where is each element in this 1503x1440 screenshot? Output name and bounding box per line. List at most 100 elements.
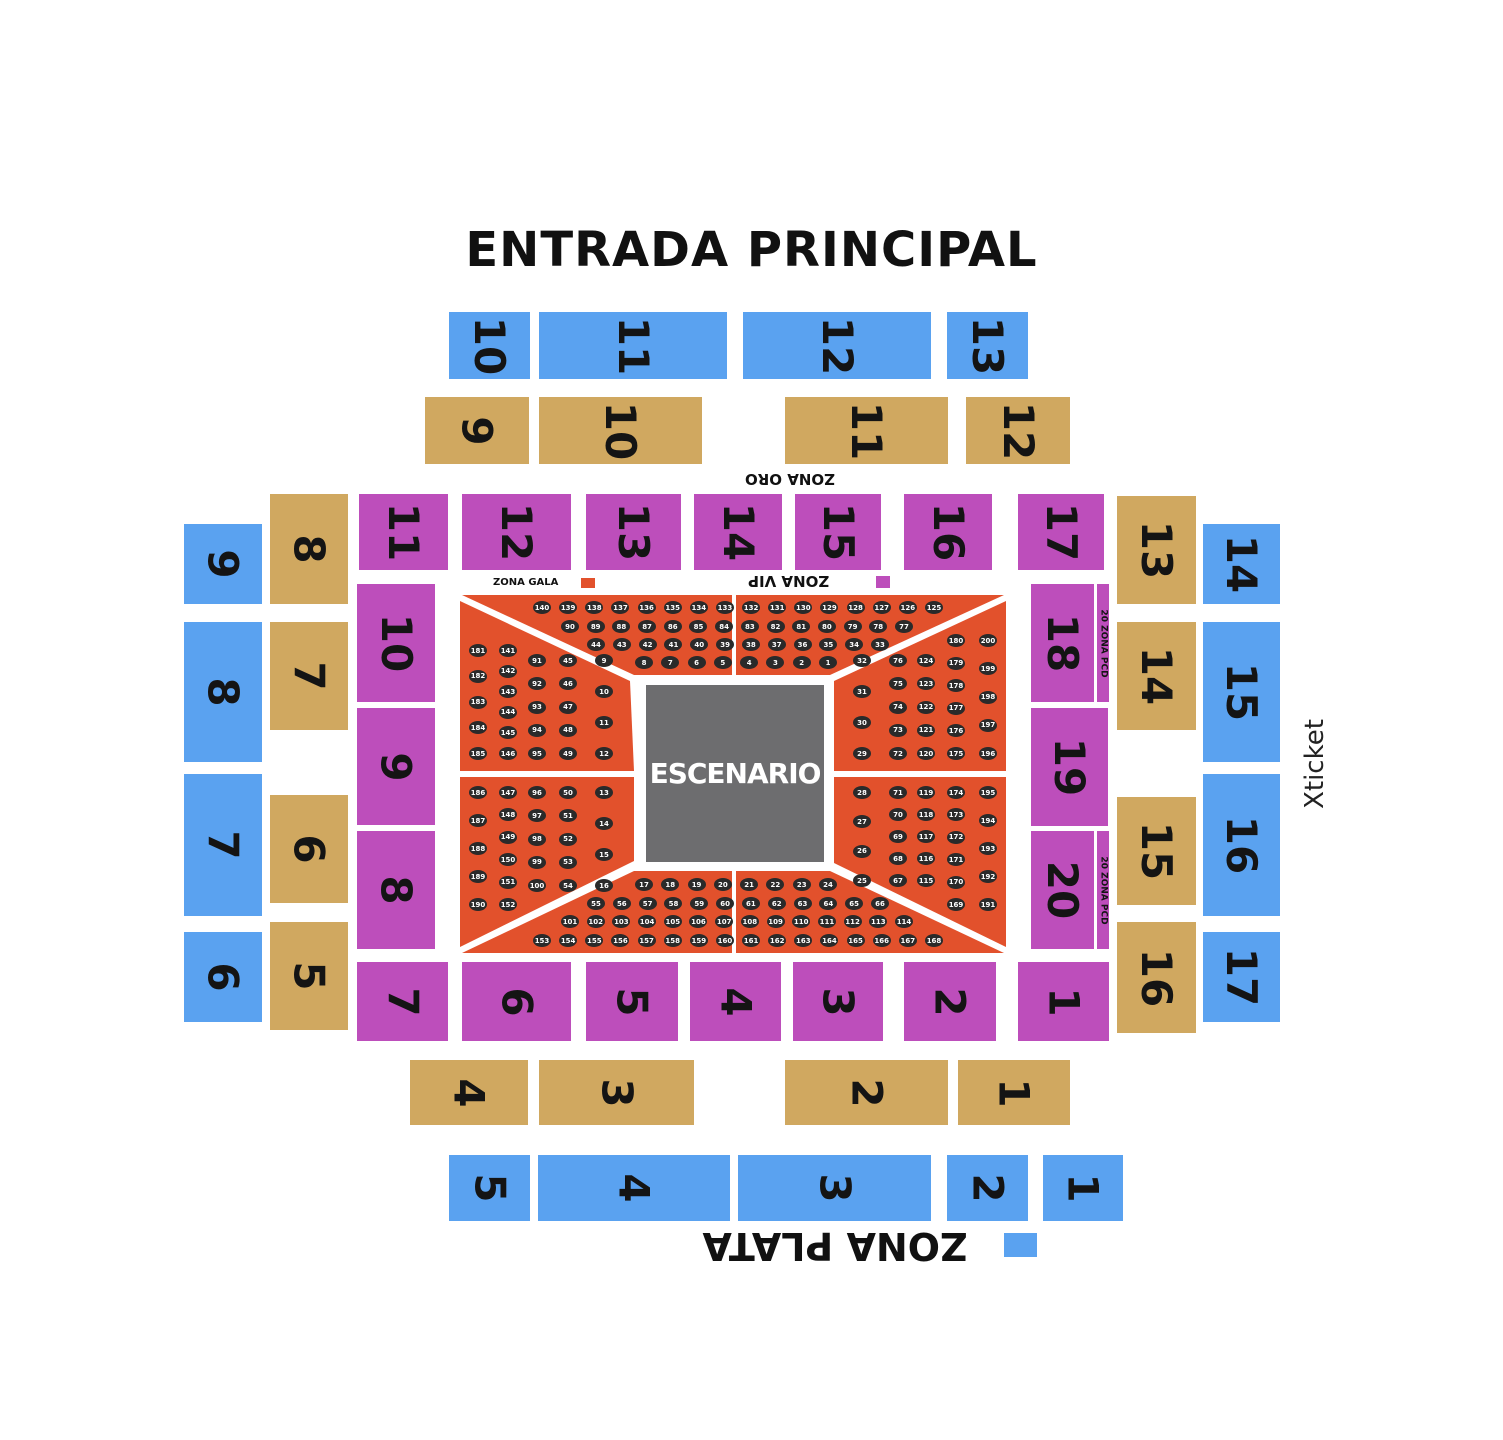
table-marker[interactable]: 96	[528, 786, 546, 799]
plata-section-bottom-1[interactable]: 5	[449, 1155, 530, 1221]
plata-section-top-3[interactable]: 12	[743, 312, 931, 379]
table-marker[interactable]: 41	[664, 638, 683, 651]
oro-section-right-3[interactable]: 15	[1117, 797, 1196, 905]
table-marker[interactable]: 81	[792, 620, 811, 633]
table-marker[interactable]: 154	[559, 934, 578, 947]
vip-section-top-2[interactable]: 12	[462, 494, 571, 570]
table-marker[interactable]: 31	[853, 685, 871, 698]
table-marker[interactable]: 97	[528, 809, 546, 823]
vip-section-left-2[interactable]: 9	[357, 708, 435, 825]
vip-section-bottom-4[interactable]: 4	[690, 962, 781, 1041]
table-marker[interactable]: 189	[469, 870, 487, 883]
table-marker[interactable]: 7	[661, 656, 680, 669]
plata-section-bottom-2[interactable]: 4	[538, 1155, 730, 1221]
table-marker[interactable]: 156	[611, 934, 630, 947]
table-marker[interactable]: 64	[819, 897, 838, 910]
table-marker[interactable]: 179	[947, 656, 965, 670]
table-marker[interactable]: 33	[871, 638, 889, 651]
vip-section-left-3[interactable]: 8	[357, 831, 435, 949]
table-marker[interactable]: 61	[741, 897, 760, 910]
vip-section-bottom-5[interactable]: 3	[793, 962, 883, 1041]
table-marker[interactable]: 55	[587, 897, 605, 910]
table-marker[interactable]: 159	[689, 934, 708, 947]
oro-section-left-2[interactable]: 7	[270, 622, 348, 730]
oro-section-top-3[interactable]: 11	[785, 397, 948, 464]
table-marker[interactable]: 126	[898, 601, 917, 614]
table-marker[interactable]: 170	[947, 875, 965, 889]
table-marker[interactable]: 8	[635, 656, 653, 669]
table-marker[interactable]: 23	[792, 878, 811, 891]
oro-section-bottom-2[interactable]: 3	[539, 1060, 694, 1125]
table-marker[interactable]: 70	[889, 808, 907, 821]
oro-section-top-1[interactable]: 9	[425, 397, 529, 464]
oro-section-right-2[interactable]: 14	[1117, 622, 1196, 730]
plata-section-right-3[interactable]: 16	[1203, 774, 1280, 916]
table-marker[interactable]: 115	[917, 874, 935, 887]
table-marker[interactable]: 62	[767, 897, 786, 910]
table-marker[interactable]: 193	[979, 842, 997, 855]
table-marker[interactable]: 113	[869, 915, 888, 928]
table-marker[interactable]: 121	[917, 723, 935, 737]
table-marker[interactable]: 117	[917, 830, 935, 843]
vip-section-bottom-6[interactable]: 2	[904, 962, 996, 1041]
table-marker[interactable]: 157	[637, 934, 656, 947]
table-marker[interactable]: 42	[638, 638, 657, 651]
table-marker[interactable]: 35	[819, 638, 838, 651]
table-marker[interactable]: 138	[585, 601, 604, 614]
table-marker[interactable]: 49	[559, 747, 577, 760]
table-marker[interactable]: 52	[559, 832, 577, 846]
vip-section-right-2[interactable]: 19	[1031, 708, 1108, 826]
table-marker[interactable]: 75	[889, 677, 907, 691]
table-marker[interactable]: 13	[595, 786, 613, 799]
table-marker[interactable]: 14	[595, 817, 613, 830]
table-marker[interactable]: 47	[559, 700, 577, 714]
table-marker[interactable]: 91	[528, 654, 546, 667]
table-marker[interactable]: 46	[559, 677, 577, 691]
table-marker[interactable]: 34	[845, 638, 864, 651]
table-marker[interactable]: 145	[499, 726, 517, 740]
table-marker[interactable]: 27	[853, 815, 871, 829]
plata-section-top-1[interactable]: 10	[449, 312, 530, 379]
table-marker[interactable]: 83	[740, 620, 759, 633]
table-marker[interactable]: 63	[793, 897, 812, 910]
oro-section-bottom-3[interactable]: 2	[785, 1060, 948, 1125]
table-marker[interactable]: 135	[663, 601, 682, 614]
oro-section-bottom-1[interactable]: 4	[410, 1060, 528, 1125]
table-marker[interactable]: 129	[820, 601, 839, 614]
table-marker[interactable]: 1	[819, 656, 837, 669]
table-marker[interactable]: 10	[595, 685, 613, 698]
table-marker[interactable]: 88	[612, 620, 631, 633]
plata-section-bottom-4[interactable]: 2	[947, 1155, 1028, 1221]
vip-section-right-3[interactable]: 20	[1031, 831, 1094, 949]
table-marker[interactable]: 184	[469, 721, 487, 735]
table-marker[interactable]: 104	[638, 915, 657, 928]
table-marker[interactable]: 68	[889, 852, 907, 865]
table-marker[interactable]: 30	[853, 716, 871, 729]
table-marker[interactable]: 148	[499, 808, 517, 822]
table-marker[interactable]: 60	[716, 897, 735, 910]
table-marker[interactable]: 130	[794, 601, 813, 614]
table-marker[interactable]: 140	[533, 601, 551, 614]
table-marker[interactable]: 163	[794, 934, 813, 947]
table-marker[interactable]: 57	[638, 897, 657, 910]
table-marker[interactable]: 111	[817, 915, 836, 928]
table-marker[interactable]: 32	[853, 654, 871, 667]
table-marker[interactable]: 128	[846, 601, 865, 614]
table-marker[interactable]: 15	[595, 848, 613, 861]
table-marker[interactable]: 95	[528, 747, 546, 760]
table-marker[interactable]: 29	[853, 747, 871, 760]
table-marker[interactable]: 43	[612, 638, 631, 651]
table-marker[interactable]: 99	[528, 855, 546, 869]
table-marker[interactable]: 59	[690, 897, 709, 910]
table-marker[interactable]: 197	[979, 718, 997, 732]
vip-section-top-5[interactable]: 15	[795, 494, 881, 570]
oro-section-right-1[interactable]: 13	[1117, 496, 1196, 604]
table-marker[interactable]: 108	[740, 915, 759, 928]
table-marker[interactable]: 89	[586, 620, 605, 633]
table-marker[interactable]: 141	[499, 644, 517, 657]
table-marker[interactable]: 182	[469, 669, 487, 683]
table-marker[interactable]: 186	[469, 786, 487, 799]
table-marker[interactable]: 196	[979, 747, 997, 760]
table-marker[interactable]: 78	[869, 620, 888, 633]
table-marker[interactable]: 136	[637, 601, 656, 614]
